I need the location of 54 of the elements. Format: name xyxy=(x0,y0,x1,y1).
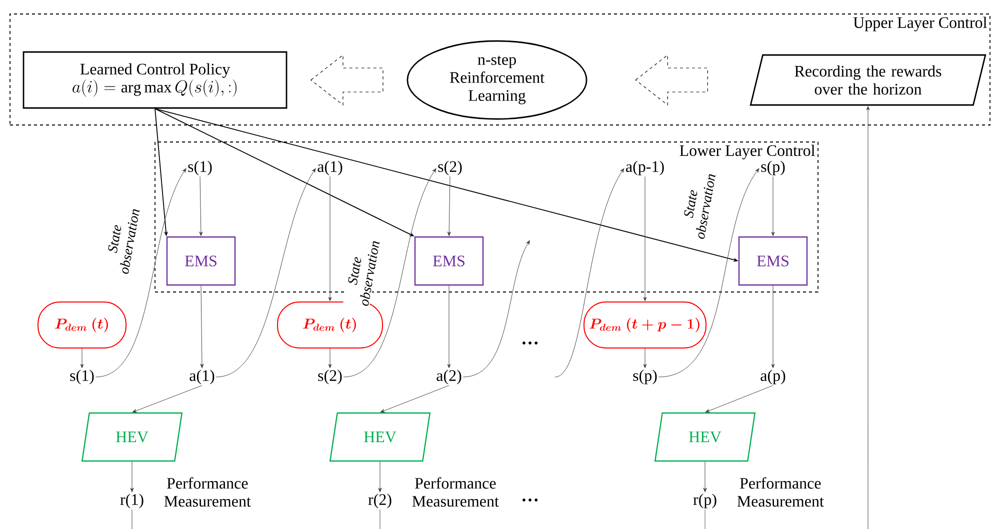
state-label: s(1) xyxy=(188,160,212,176)
arrow xyxy=(771,285,775,368)
state-label: s(p) xyxy=(761,160,785,176)
demand-terminal: $\boldsymbol{P_{dem}\ (t)}$ xyxy=(38,302,126,348)
state-label: s(p) xyxy=(633,370,657,384)
arrow xyxy=(462,240,530,378)
ems-box: EMS xyxy=(166,236,236,286)
ems-box: EMS xyxy=(414,236,484,286)
arrow xyxy=(447,285,451,368)
arrow xyxy=(80,348,84,368)
policy-box: Learned Control Policy $a(i) = \arg\max Q(s(i),:)$ xyxy=(22,51,288,109)
arrow xyxy=(343,168,436,378)
action-label: a(2) xyxy=(436,370,462,384)
state-label: s(2) xyxy=(318,370,342,384)
arrow xyxy=(199,176,203,236)
ellipsis: … xyxy=(522,498,538,502)
arrow xyxy=(705,385,774,412)
edge-label: State observation xyxy=(342,233,382,311)
arrow xyxy=(132,385,202,412)
arrow xyxy=(866,106,870,529)
arrow xyxy=(328,348,332,368)
arrow xyxy=(130,461,134,492)
edge-label: State observation xyxy=(678,166,718,244)
action-label: a(1) xyxy=(190,370,214,384)
caption-text: Performance Measurement xyxy=(737,477,824,507)
edge-label: State observation xyxy=(102,201,142,279)
ems-box: EMS xyxy=(738,236,808,286)
caption-text: Performance Measurement xyxy=(412,477,499,507)
action-label: a(p) xyxy=(760,370,786,384)
demand-terminal: $\boldsymbol{P_{dem}\ (t+p-1)}$ xyxy=(584,302,706,348)
reward-label: r(1) xyxy=(120,494,144,508)
state-label: s(1) xyxy=(70,370,94,384)
connector-line xyxy=(704,509,706,529)
arrow xyxy=(554,168,624,378)
arrow xyxy=(771,176,775,236)
arrow xyxy=(378,461,382,492)
arrow xyxy=(216,168,316,378)
arrow xyxy=(643,348,647,368)
reward-label: r(p) xyxy=(693,494,716,508)
arrow xyxy=(200,285,204,368)
arrow xyxy=(643,176,647,302)
caption-text: Performance Measurement xyxy=(164,477,251,507)
arrow xyxy=(658,168,760,378)
ellipsis: … xyxy=(522,342,538,344)
arrow xyxy=(380,385,450,412)
arrow xyxy=(703,461,707,492)
arrow xyxy=(95,168,186,378)
action-label: a(1) xyxy=(318,160,342,176)
state-label: s(2) xyxy=(438,160,462,176)
reward-label: r(2) xyxy=(368,494,392,508)
arrow xyxy=(447,176,451,236)
arrow xyxy=(328,176,332,302)
record-box: Recording the rewards over the horizon xyxy=(750,54,986,106)
action-label: a(p-1) xyxy=(626,160,664,176)
